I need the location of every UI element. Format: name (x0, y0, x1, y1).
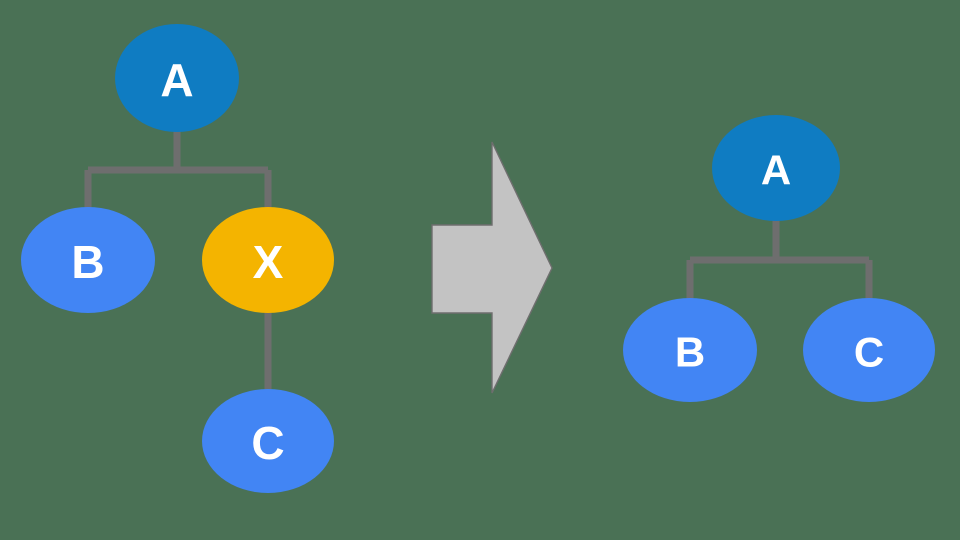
node-c-after[interactable]: C (803, 298, 935, 402)
node-c-before[interactable]: C (202, 389, 334, 493)
node-x-before[interactable]: X (202, 207, 334, 313)
node-label: B (675, 329, 705, 376)
node-shape (803, 298, 935, 402)
node-shape (115, 24, 239, 132)
node-shape (21, 207, 155, 313)
node-label: A (761, 147, 791, 194)
transformation-arrow (431, 141, 553, 394)
before-tree-edges (84, 128, 272, 394)
node-b-before[interactable]: B (21, 207, 155, 313)
node-shape (623, 298, 757, 402)
node-a-before[interactable]: A (115, 24, 239, 132)
after-tree: A B C (623, 115, 935, 402)
node-shape (202, 207, 334, 313)
node-a-after[interactable]: A (712, 115, 840, 221)
node-label: B (71, 236, 104, 288)
arrow-right-icon (431, 141, 553, 394)
after-tree-edges (686, 218, 873, 303)
node-label: C (251, 417, 284, 469)
before-tree: A B X C (21, 24, 334, 493)
node-shape (202, 389, 334, 493)
node-label: X (253, 236, 284, 288)
node-b-after[interactable]: B (623, 298, 757, 402)
node-label: A (160, 54, 193, 106)
node-shape (712, 115, 840, 221)
node-label: C (854, 329, 884, 376)
